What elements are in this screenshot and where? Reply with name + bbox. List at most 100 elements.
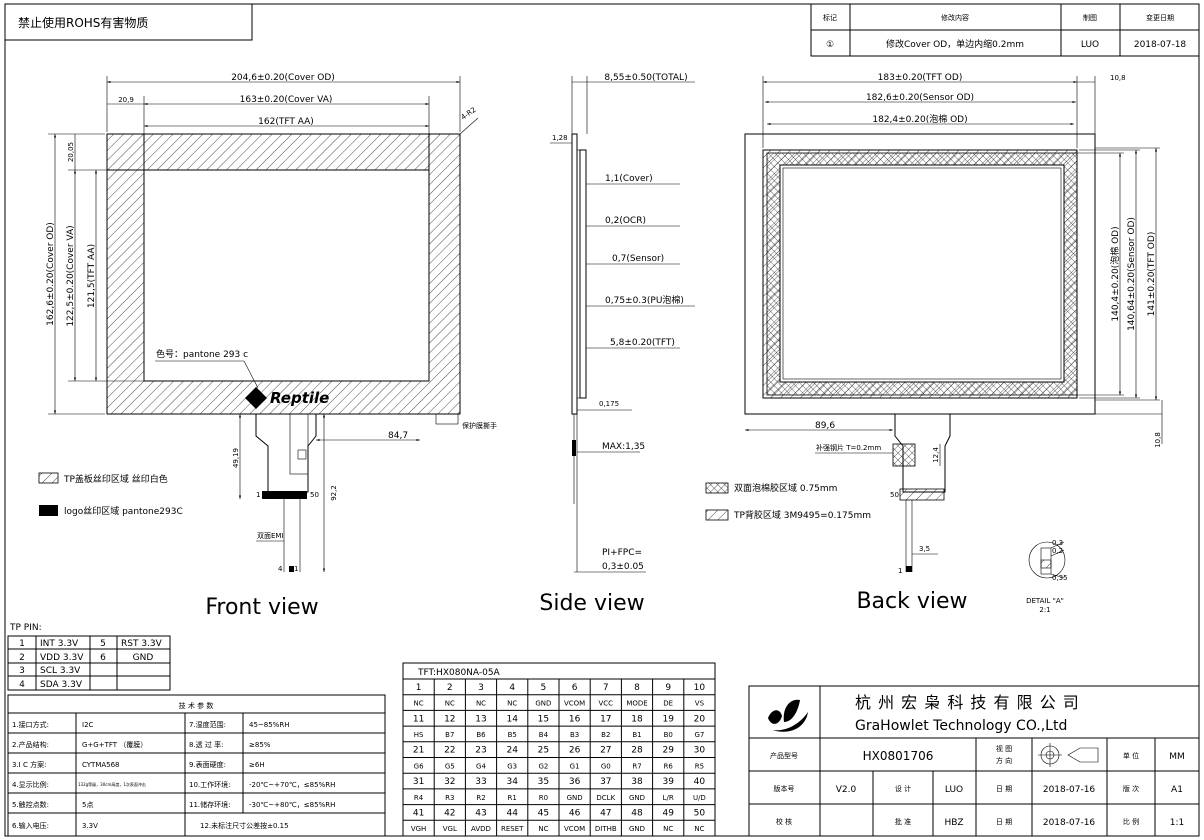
tech-cell: 5.触控点数:: [12, 800, 49, 809]
tech-cell: CYTMA568: [82, 761, 120, 769]
date-value: 2018-07-16: [1043, 785, 1096, 795]
unit-value: MM: [1169, 752, 1185, 762]
rev-date: 2018-07-18: [1134, 40, 1187, 50]
tech-cell: 2.产品结构:: [12, 740, 49, 749]
tp-pin-cell: RST 3.3V: [121, 639, 163, 649]
tech-cell: 6.输入电压:: [12, 821, 49, 830]
tech-title: 技 术 参 数: [179, 701, 214, 710]
approve-label: 批 准: [895, 817, 911, 826]
tft-pin-cell: 32: [444, 777, 455, 787]
front-pin-b: 1: [294, 565, 298, 573]
side-total: 8,55±0.50(TOTAL): [604, 73, 687, 83]
side-layer-cover: 1,1(Cover): [605, 174, 653, 184]
rev-mark: ①: [826, 40, 834, 50]
tft-pin-cell: 12: [444, 714, 455, 724]
tech-cell: ≥85%: [249, 741, 271, 749]
tft-pin-cell: L/R: [663, 794, 674, 802]
tp-pin-cell: INT 3.3V: [40, 639, 79, 649]
tp-pin-cell: 6: [100, 653, 106, 663]
tft-pin-cell: VGH: [411, 825, 426, 833]
tft-pin-cell: U/D: [693, 794, 706, 802]
tft-pin-cell: 42: [444, 808, 455, 818]
tft-pin-cell: GND: [629, 825, 645, 833]
tft-pin-cell: 39: [662, 777, 674, 787]
detail-a: 0,3 0,2 0,35 DETAIL "A" 2:1: [1026, 539, 1067, 614]
logo-text: Reptile: [270, 389, 329, 407]
side-max: MAX:1,35: [602, 442, 645, 452]
tft-pin-cell: B2: [601, 731, 610, 739]
check-label: 校 核: [776, 817, 792, 826]
rev-header-drawer: 制图: [1083, 13, 1097, 22]
tft-pin-cell: 13: [475, 714, 486, 724]
tft-pin-cell: 28: [631, 746, 643, 756]
tft-pin-cell: B0: [664, 731, 673, 739]
tft-pin-cell: 8: [634, 683, 640, 693]
side-layer-ocr: 0,2(OCR): [605, 216, 646, 226]
tft-pin-cell: HS: [414, 731, 424, 739]
tp-pin-cell: 3: [19, 666, 25, 676]
tft-pin-cell: R5: [695, 762, 704, 770]
tft-pin-cell: 40: [694, 777, 706, 787]
tft-pin-cell: 43: [475, 808, 486, 818]
scale-label: 比 例: [1123, 817, 1139, 826]
tft-pin-cell: R0: [539, 794, 548, 802]
tft-pin-cell: 18: [631, 714, 643, 724]
date-value: 2018-07-16: [1043, 818, 1096, 828]
front-pin50: 50: [310, 491, 319, 499]
detail-d1: 0,3: [1052, 539, 1063, 547]
front-cover-od-h: 162,6±0.20(Cover OD): [46, 222, 56, 326]
tft-pin-cell: 3: [478, 683, 484, 693]
product-value: HX0801706: [863, 749, 934, 763]
tft-pin-cell: 34: [506, 777, 518, 787]
tft-pin-cell: DE: [663, 700, 673, 708]
tft-pin-cell: GND: [567, 794, 583, 802]
tech-params-table: 技 术 参 数 1.接口方式: I2C 7.湿度范围: 45~85%RH 2.产…: [7, 694, 386, 837]
front-corner-radius: 4-R2: [460, 106, 478, 122]
tech-cell: 9.表面硬度:: [189, 760, 226, 769]
tft-pin-cell: G6: [414, 762, 424, 770]
tp-pin-table: TP PIN: 1 INT 3.3V 5 RST 3.3V 2 VDD 3.3V…: [7, 623, 171, 691]
tft-pin-cell: NC: [476, 700, 486, 708]
tft-pin-cell: B3: [570, 731, 579, 739]
side-pi-val: 0,3±0.05: [602, 562, 644, 572]
tft-pin-cell: 30: [694, 746, 706, 756]
back-view: 183±0.20(TFT OD) 10,8 182,6±0.20(Sensor …: [705, 73, 1163, 614]
tft-pin-cell: 23: [475, 746, 486, 756]
rev-header-mark: 标记: [823, 13, 837, 22]
back-foam-od-w: 182,4±0.20(泡棉 OD): [872, 113, 967, 125]
tft-pin-cell: B4: [539, 731, 549, 739]
revision-table: 标记 修改内容 制图 变更日期 ① 修改Cover OD，单边内缩0.2mm L…: [810, 3, 1200, 57]
tp-pin-cell: 5: [100, 639, 106, 649]
back-fpc: 50 1: [890, 414, 951, 575]
side-view: 8,55±0.50(TOTAL) 1,28 1,1(Cover) 0,2(OCR…: [539, 73, 695, 616]
tp-pin-cell: GND: [133, 653, 154, 663]
back-view-title: Back view: [856, 589, 967, 614]
tft-pin-cell: NC: [445, 700, 455, 708]
front-cover-od-w: 204,6±0.20(Cover OD): [231, 73, 335, 83]
tech-cell: ≥6H: [249, 761, 265, 769]
back-fpc-offset: 89,6: [815, 421, 835, 431]
tft-pin-cell: MODE: [626, 700, 647, 708]
rev-label: 版 次: [1123, 784, 1139, 793]
tft-pin-cell: AVDD: [471, 825, 491, 833]
scale-value: 1:1: [1170, 818, 1184, 828]
tft-pin-cell: 26: [569, 746, 581, 756]
back-legend-foam: 双面泡棉胶区域 0.75mm: [734, 482, 837, 494]
tft-pin-cell: 45: [538, 808, 549, 818]
emi-label: 双面EMI: [257, 532, 284, 540]
front-fpc-h2: 92,2: [330, 485, 338, 501]
tft-pin-cell: R1: [508, 794, 517, 802]
tft-pin-cell: NC: [414, 700, 424, 708]
version-label: 版本号: [774, 784, 795, 793]
version-value: V2.0: [836, 785, 857, 795]
approver-value: HBZ: [944, 818, 963, 828]
front-legend-logo: logo丝印区域 pantone293C: [64, 505, 183, 517]
tech-cell: 1.接口方式:: [12, 720, 49, 729]
detail-d2: 0,2: [1052, 547, 1063, 555]
tft-pin-cell: 29: [662, 746, 674, 756]
back-stiff-h: 12,4: [932, 447, 940, 463]
color-label: 色号：pantone 293 c: [156, 348, 248, 360]
projection-symbol: [1038, 743, 1099, 767]
tft-pin-cell: G2: [538, 762, 548, 770]
